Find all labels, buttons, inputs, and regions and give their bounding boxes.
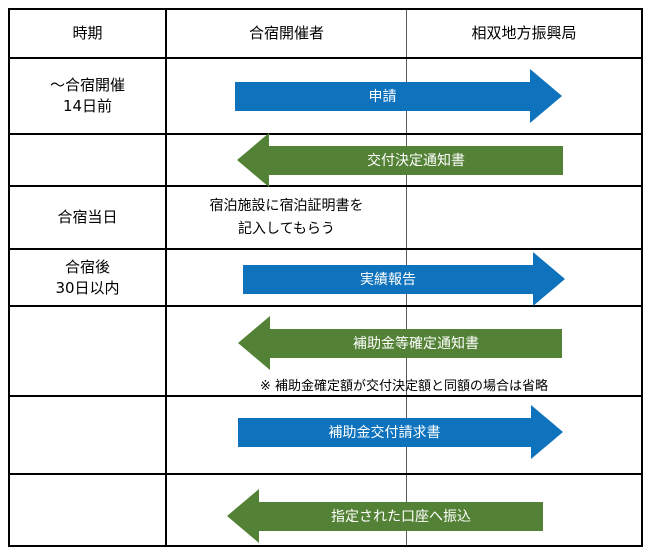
row-divider-4	[10, 248, 641, 250]
period-camp-day: 合宿当日	[57, 208, 118, 226]
left-arrowhead-icon	[227, 489, 259, 543]
column-divider-period	[165, 10, 167, 545]
arrow-application-label: 申請	[235, 81, 530, 111]
period-after-camp-line2: 30日以内	[55, 278, 120, 297]
row-divider-5	[10, 305, 641, 307]
header-organizer: 合宿開催者	[248, 24, 324, 42]
row-divider-7	[10, 473, 641, 475]
arrow-grant-decision-notice: 交付決定通知書	[237, 133, 563, 187]
period-after-camp-line1: 合宿後	[64, 257, 110, 276]
row-divider-3	[10, 185, 641, 187]
period-before-camp-line2: 14日前	[62, 97, 113, 115]
arrow-subsidy-payment-request: 補助金交付請求書	[238, 405, 563, 459]
header-period: 時期	[72, 24, 103, 42]
period-before-camp: ～合宿開催 14日前	[10, 59, 165, 133]
arrow-performance-report-label: 実績報告	[243, 264, 533, 294]
header-bureau: 相双地方振興局	[471, 24, 577, 42]
lodging-certificate-action-line1: 宿泊施設に宿泊証明書を	[209, 198, 364, 215]
arrow-subsidy-confirmation-notice: 補助金等確定通知書	[238, 316, 562, 370]
row-divider-2	[10, 133, 641, 135]
row-divider-1	[10, 57, 641, 59]
right-arrowhead-icon	[530, 69, 562, 123]
lodging-certificate-action-line2: 記入してもらう	[238, 220, 335, 237]
left-arrowhead-icon	[237, 133, 269, 187]
right-arrowhead-icon	[531, 405, 563, 459]
row-divider-6	[10, 395, 641, 397]
arrow-subsidy-payment-request-label: 補助金交付請求書	[238, 417, 531, 447]
right-arrowhead-icon	[533, 252, 565, 306]
period-after-camp: 合宿後 30日以内	[10, 250, 165, 305]
arrow-bank-transfer: 指定された口座へ振込	[227, 489, 543, 543]
omission-note: ※ 補助金確定額が交付決定額と同額の場合は省略	[259, 379, 549, 394]
left-arrowhead-icon	[238, 316, 270, 370]
arrow-application: 申請	[235, 69, 562, 123]
arrow-performance-report: 実績報告	[243, 252, 565, 306]
arrow-bank-transfer-label: 指定された口座へ振込	[259, 501, 543, 531]
lodging-certificate-action: 宿泊施設に宿泊証明書を 記入してもらう	[167, 187, 406, 248]
arrow-subsidy-confirmation-notice-label: 補助金等確定通知書	[270, 328, 562, 358]
period-before-camp-line1: ～合宿開催	[49, 76, 125, 94]
arrow-grant-decision-notice-label: 交付決定通知書	[269, 145, 563, 175]
process-flow-table: 時期 合宿開催者 相双地方振興局 ～合宿開催 14日前 合宿当日 合宿後 30日…	[8, 8, 643, 547]
